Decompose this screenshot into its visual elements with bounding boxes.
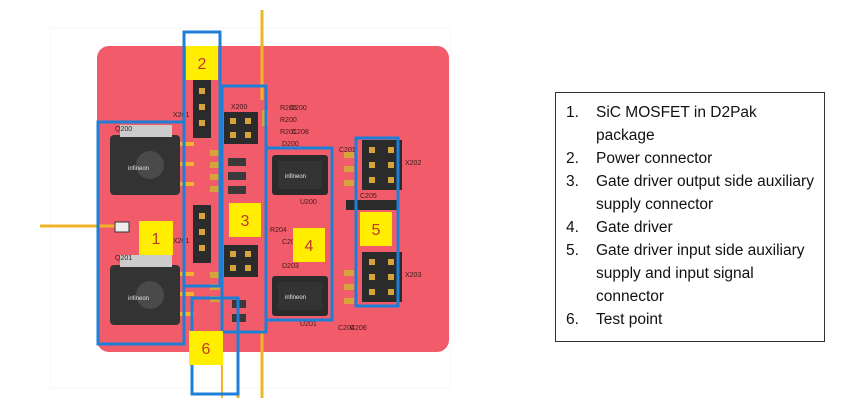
gate-driver-u201 [272, 276, 328, 316]
callout-5-box [360, 212, 392, 246]
logo-q200: infineon [128, 166, 149, 172]
callout-2-box [186, 46, 218, 80]
board-shadow [49, 27, 451, 389]
logo-u200: infineon [285, 174, 306, 180]
legend-item-5: 5. Gate driver input side auxiliary suppl… [566, 239, 816, 308]
callout-1-box [139, 221, 173, 255]
logo-q201: infineon [128, 296, 149, 302]
legend-text: Gate driver output side auxiliary supply… [596, 173, 814, 213]
connector-x202 [362, 140, 402, 190]
label-c206: C206 [350, 325, 367, 332]
legend-text: Gate driver [596, 219, 673, 236]
legend-num: 1. [566, 104, 579, 121]
legend-num: 5. [566, 242, 579, 259]
label-c201: C201 [339, 147, 356, 154]
label-r201: R201 [280, 129, 297, 136]
highlight-box-5 [354, 136, 400, 308]
connector-x200-lower [224, 245, 258, 277]
legend-item-2: 2. Power connector [566, 147, 816, 170]
legend-num: 6. [566, 311, 579, 328]
legend-item-1: 1. SiC MOSFET in D2Pak package [566, 101, 816, 147]
legend-text: Test point [596, 311, 663, 328]
legend-num: 2. [566, 150, 579, 167]
connector-strip [346, 200, 398, 210]
callout-2-label: 2 [198, 56, 207, 73]
logo-u201: infineon [285, 295, 306, 301]
label-x213: X201 [173, 238, 189, 245]
callout-1-label: 1 [152, 231, 161, 248]
label-c203: C203 [282, 239, 299, 246]
legend-item-4: 4. Gate driver [566, 216, 816, 239]
label-x200: X200 [231, 104, 247, 111]
callout-4-box [293, 228, 325, 262]
label-c200: C200 [290, 105, 307, 112]
callout-4-label: 4 [305, 238, 314, 255]
highlight-box-2 [182, 30, 222, 288]
callout-6-box [189, 331, 223, 365]
label-x203: X203 [405, 272, 421, 279]
label-c208: C208 [292, 129, 309, 136]
label-c205: C205 [360, 193, 377, 200]
label-u200: U200 [300, 199, 317, 206]
legend-text: SiC MOSFET in D2Pak package [596, 104, 757, 144]
label-d203: D203 [282, 263, 299, 270]
pad-small [114, 221, 130, 233]
label-u201: U201 [300, 321, 317, 328]
legend-box: 1. SiC MOSFET in D2Pak package 2. Power co… [555, 92, 825, 342]
label-d200: D200 [282, 141, 299, 148]
legend-num: 3. [566, 173, 579, 190]
label-q201: Q201 [115, 255, 132, 262]
highlight-box-4 [264, 146, 334, 322]
label-r206: R206 [280, 105, 297, 112]
connector-x200 [224, 112, 258, 144]
callout-3-label: 3 [241, 213, 250, 230]
legend-item-6: 6. Test point [566, 308, 816, 331]
callout-3-box [229, 203, 261, 237]
legend-list: 1. SiC MOSFET in D2Pak package 2. Power co… [566, 101, 816, 331]
connector-x213 [193, 205, 211, 263]
label-c204: C204 [338, 325, 355, 332]
label-r200: R200 [280, 117, 297, 124]
label-x202: X202 [405, 160, 421, 167]
callout-6-label: 6 [202, 341, 211, 358]
callout-5-label: 5 [372, 222, 381, 239]
label-r204: R204 [270, 227, 287, 234]
label-q200: Q200 [115, 126, 132, 133]
mosfet-q201 [110, 255, 194, 325]
legend-item-3: 3. Gate driver output side auxiliary supp… [566, 170, 816, 216]
mosfet-q200 [110, 125, 194, 195]
connector-x203 [362, 252, 402, 302]
label-x201: X201 [173, 112, 189, 119]
gate-driver-u200 [272, 155, 328, 195]
legend-text: Gate driver input side auxiliary supply … [596, 242, 805, 305]
legend-text: Power connector [596, 150, 713, 167]
legend-num: 4. [566, 219, 579, 236]
connector-x201 [193, 80, 211, 138]
